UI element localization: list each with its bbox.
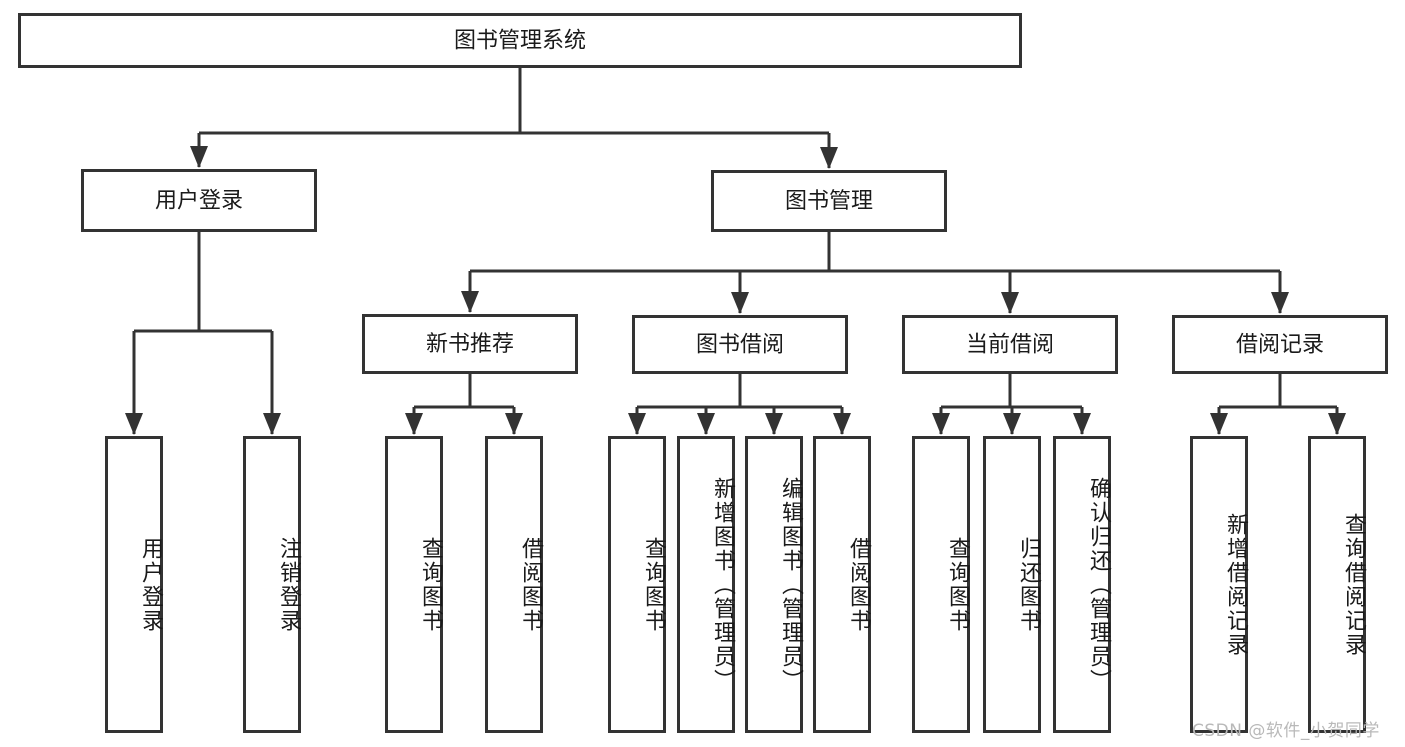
node-box-book-manage[interactable] <box>711 170 947 232</box>
node-box-recommend-borrow-book[interactable] <box>485 436 543 733</box>
node-label-current-borrow: 当前借阅 <box>966 333 1054 358</box>
node-label-book-manage: 图书管理 <box>785 189 873 214</box>
node-borrow-record[interactable]: 借阅记录 <box>1172 315 1388 374</box>
node-current-confirm-return[interactable] <box>1053 436 1111 733</box>
arrow-head-icon-current-query-book <box>932 413 950 435</box>
node-current-return-book[interactable] <box>983 436 1041 733</box>
node-box-borrow-add-book[interactable] <box>677 436 735 733</box>
arrow-head-icon-user-login-do <box>125 413 143 435</box>
node-record-add[interactable] <box>1190 436 1248 733</box>
node-box-borrow-record[interactable] <box>1172 315 1388 374</box>
node-label-user-login: 用户登录 <box>155 189 243 214</box>
node-box-borrow-query-book[interactable] <box>608 436 666 733</box>
arrow-head-icon-book-manage <box>820 147 838 169</box>
node-user-login-do[interactable] <box>105 436 163 733</box>
arrow-head-icon-borrow-borrow-book <box>833 413 851 435</box>
node-borrow-edit-book[interactable] <box>745 436 803 733</box>
node-box-borrow-borrow-book[interactable] <box>813 436 871 733</box>
node-root[interactable]: 图书管理系统 <box>18 13 1022 68</box>
node-borrow-borrow-book[interactable] <box>813 436 871 733</box>
arrow-head-icon-borrow-query-book <box>628 413 646 435</box>
arrow-head-icon-record-query <box>1328 413 1346 435</box>
node-user-login[interactable]: 用户登录 <box>81 169 317 232</box>
node-box-new-book-recommend[interactable] <box>362 314 578 374</box>
arrow-head-icon-borrow-record <box>1271 292 1289 314</box>
arrow-head-icon-current-borrow <box>1001 292 1019 314</box>
arrow-head-icon-borrow-edit-book <box>765 413 783 435</box>
node-book-borrow[interactable]: 图书借阅 <box>632 315 848 374</box>
arrow-head-icon-new-book-recommend <box>461 291 479 313</box>
arrow-head-icon-user-login <box>190 146 208 168</box>
node-box-record-query[interactable] <box>1308 436 1366 733</box>
node-box-current-confirm-return[interactable] <box>1053 436 1111 733</box>
arrow-head-icon-record-add <box>1210 413 1228 435</box>
node-book-manage[interactable]: 图书管理 <box>711 170 947 232</box>
node-recommend-query-book[interactable] <box>385 436 443 733</box>
arrow-head-icon-book-borrow <box>731 292 749 314</box>
node-box-user-logout[interactable] <box>243 436 301 733</box>
node-current-borrow[interactable]: 当前借阅 <box>902 315 1118 374</box>
node-box-current-return-book[interactable] <box>983 436 1041 733</box>
node-current-query-book[interactable] <box>912 436 970 733</box>
node-borrow-query-book[interactable] <box>608 436 666 733</box>
watermark-text: CSDN @软件_小贺同学 <box>1192 721 1380 741</box>
node-record-query[interactable] <box>1308 436 1366 733</box>
node-box-borrow-edit-book[interactable] <box>745 436 803 733</box>
node-new-book-recommend[interactable]: 新书推荐 <box>362 314 578 374</box>
node-user-logout[interactable] <box>243 436 301 733</box>
node-label-new-book-recommend: 新书推荐 <box>426 332 514 357</box>
arrow-head-icon-recommend-query-book <box>405 413 423 435</box>
node-box-user-login[interactable] <box>81 169 317 232</box>
node-label-borrow-record: 借阅记录 <box>1236 333 1324 358</box>
node-box-record-add[interactable] <box>1190 436 1248 733</box>
node-recommend-borrow-book[interactable] <box>485 436 543 733</box>
node-borrow-add-book[interactable] <box>677 436 735 733</box>
node-box-current-borrow[interactable] <box>902 315 1118 374</box>
arrow-head-icon-user-logout <box>263 413 281 435</box>
arrow-head-icon-recommend-borrow-book <box>505 413 523 435</box>
node-box-recommend-query-book[interactable] <box>385 436 443 733</box>
node-box-current-query-book[interactable] <box>912 436 970 733</box>
node-label-book-borrow: 图书借阅 <box>696 333 784 358</box>
node-label-root: 图书管理系统 <box>454 29 586 54</box>
node-box-book-borrow[interactable] <box>632 315 848 374</box>
arrow-head-icon-borrow-add-book <box>697 413 715 435</box>
node-box-user-login-do[interactable] <box>105 436 163 733</box>
arrow-head-icon-current-confirm-return <box>1073 413 1091 435</box>
node-box-root[interactable] <box>18 13 1022 68</box>
arrow-head-icon-current-return-book <box>1003 413 1021 435</box>
